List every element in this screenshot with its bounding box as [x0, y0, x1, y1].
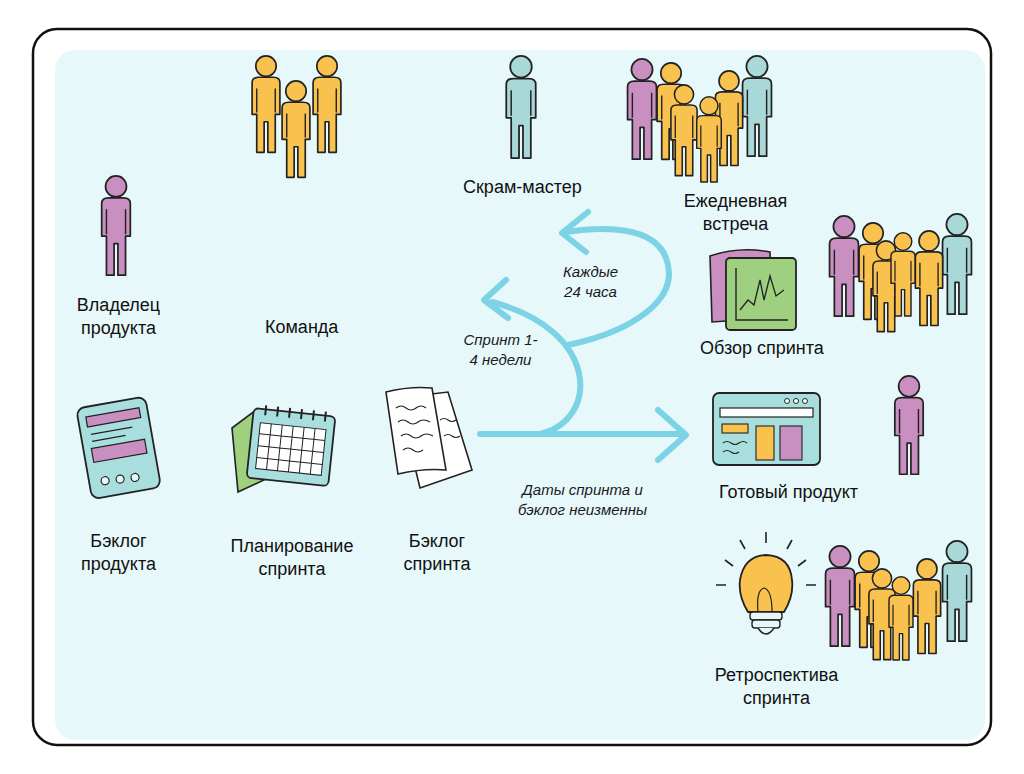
- arrow-label: Спринт 1-4 недели: [459, 330, 542, 370]
- event-label: Ретроспектива спринта: [713, 664, 840, 710]
- person-owner: [102, 176, 131, 275]
- arrow-label: Даты спринта и бэклог неизменны: [514, 480, 651, 520]
- bulb-icon: [716, 532, 816, 634]
- role-label: Команда: [265, 316, 338, 339]
- artifact-label: Готовый продукт: [719, 481, 858, 504]
- role-label: Владелец продукта: [75, 294, 162, 340]
- artifact-label: Бэклог продукта: [79, 530, 158, 576]
- review-group: [830, 214, 972, 332]
- event-label: Планирование спринта: [229, 535, 355, 581]
- team-figures: [252, 56, 341, 177]
- frame: [33, 29, 991, 745]
- arrow-label: Каждые 24 часа: [559, 262, 622, 302]
- ground: [55, 50, 985, 740]
- papers-icon: [386, 388, 472, 489]
- event-label: Ежедневная встреча: [682, 190, 789, 236]
- retro-group: [826, 541, 972, 660]
- backlog-tablet: [76, 396, 161, 499]
- chart-icon: [710, 250, 796, 330]
- event-label: Обзор спринта: [700, 337, 824, 360]
- product-screen: [713, 393, 820, 465]
- person-owner-product: [895, 376, 923, 474]
- artifact-label: Бэклог спринта: [402, 530, 472, 576]
- calendar-icon: [232, 405, 335, 492]
- person-scrum-master: [506, 56, 535, 158]
- role-label: Скрам-мастер: [463, 176, 582, 199]
- daily-group: [628, 56, 772, 182]
